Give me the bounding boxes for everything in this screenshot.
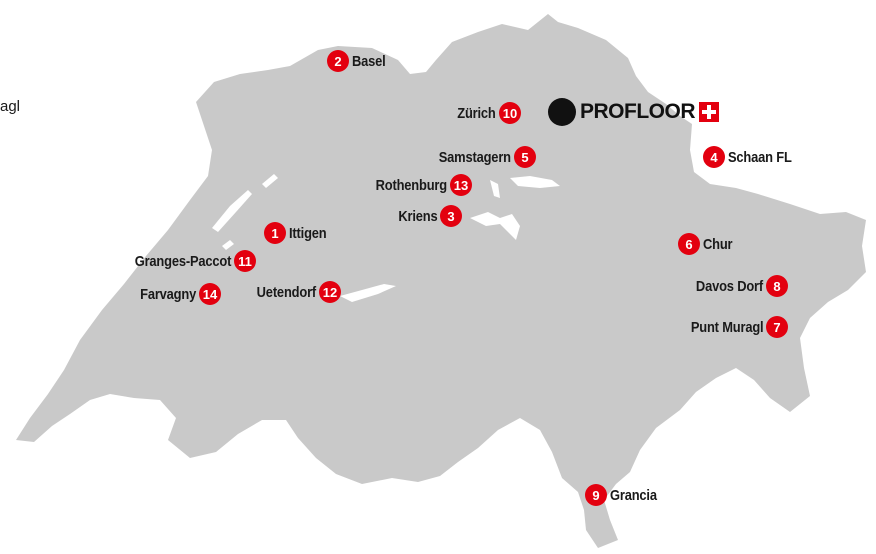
lake-lucerne: [470, 212, 520, 240]
location-label: Grancia: [610, 486, 657, 504]
location-kriens[interactable]: 3 Kriens: [392, 205, 462, 227]
logo-dot-icon: [548, 98, 576, 126]
location-label: Rothenburg: [375, 176, 448, 194]
location-zurich[interactable]: 10 Zürich: [451, 102, 521, 124]
location-label: Farvagny: [140, 285, 196, 303]
lake-zug: [490, 180, 500, 198]
location-label: Basel: [352, 52, 386, 70]
location-number-badge: 4: [703, 146, 725, 168]
location-number-badge: 5: [514, 146, 536, 168]
location-label: Davos Dorf: [695, 277, 763, 295]
location-number-badge: 12: [319, 281, 341, 303]
location-number-badge: 2: [327, 50, 349, 72]
location-number-badge: 13: [450, 174, 472, 196]
location-samstagern[interactable]: 5 Samstagern: [427, 146, 536, 168]
location-schaan[interactable]: 4 Schaan FL: [703, 146, 802, 168]
lake-murten: [222, 240, 234, 250]
profloor-logo: PROFLOOR: [548, 98, 719, 126]
location-chur[interactable]: 6 Chur: [678, 233, 737, 255]
location-grancia[interactable]: 9 Grancia: [585, 484, 664, 506]
location-uetendorf[interactable]: 12 Uetendorf: [247, 281, 341, 303]
location-number-badge: 7: [766, 316, 788, 338]
location-label: Zürich: [457, 104, 497, 122]
lake-biel: [262, 174, 278, 188]
location-label: Chur: [703, 235, 733, 253]
location-label: Samstagern: [438, 148, 511, 166]
cropped-label: agl: [0, 98, 21, 115]
location-davos-dorf[interactable]: 8 Davos Dorf: [685, 275, 788, 297]
location-basel[interactable]: 2 Basel: [327, 50, 391, 72]
location-ittigen[interactable]: 1 Ittigen: [264, 222, 333, 244]
location-label: Kriens: [397, 207, 437, 225]
lake-thun: [340, 284, 396, 302]
location-label: Ittigen: [289, 224, 327, 242]
location-label: Punt Muragl: [690, 318, 763, 336]
location-number-badge: 1: [264, 222, 286, 244]
location-number-badge: 10: [499, 102, 521, 124]
location-granges-paccot[interactable]: 11 Granges-Paccot: [119, 250, 256, 272]
swiss-cross-icon: [699, 102, 719, 122]
logo-text: PROFLOOR: [580, 100, 696, 123]
location-label: Schaan FL: [728, 148, 792, 166]
location-number-badge: 11: [234, 250, 256, 272]
location-punt-muragl[interactable]: 7 Punt Muragl: [679, 316, 788, 338]
location-number-badge: 14: [199, 283, 221, 305]
location-number-badge: 9: [585, 484, 607, 506]
location-rothenburg[interactable]: 13 Rothenburg: [364, 174, 472, 196]
location-number-badge: 8: [766, 275, 788, 297]
lake-zurich: [510, 176, 560, 188]
switzerland-land: [16, 14, 866, 548]
location-farvagny[interactable]: 14 Farvagny: [131, 283, 221, 305]
lake-neuchatel: [212, 190, 252, 232]
location-label: Uetendorf: [256, 283, 317, 301]
location-label: Granges-Paccot: [134, 252, 231, 270]
location-number-badge: 6: [678, 233, 700, 255]
location-number-badge: 3: [440, 205, 462, 227]
